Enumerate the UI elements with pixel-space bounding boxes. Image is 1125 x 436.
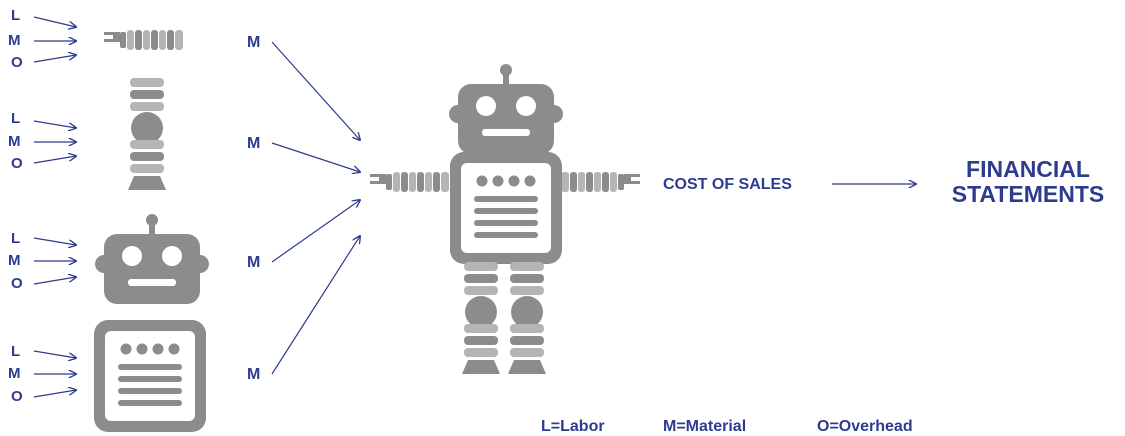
label-l: L [11, 343, 21, 360]
arm-icon [104, 30, 183, 50]
arrow-icon [271, 236, 360, 375]
leg-icon [128, 78, 166, 190]
label-l: L [11, 110, 21, 127]
financial-line-1: FINANCIAL [966, 156, 1090, 182]
label-o: O [11, 155, 23, 172]
material-label: M [247, 366, 261, 383]
arrow-icon [33, 350, 76, 358]
arrow-icon [271, 200, 360, 263]
label-o: O [11, 54, 23, 71]
arrow-icon [33, 120, 76, 128]
label-o: O [11, 275, 23, 292]
label-l: L [11, 7, 21, 24]
legend-labor: L=Labor [541, 418, 605, 435]
arrow-icon [33, 277, 76, 285]
label-m: M [8, 252, 21, 269]
arrow-icon [33, 55, 76, 63]
label-m: M [8, 32, 21, 49]
label-m: M [8, 365, 21, 382]
label-m: M [8, 133, 21, 150]
legend-overhead: O=Overhead [817, 418, 913, 435]
label-o: O [11, 388, 23, 405]
label-l: L [11, 230, 21, 247]
legend-material: M=Material [663, 418, 747, 435]
arrow-icon [271, 142, 360, 172]
input-arrows [33, 16, 76, 398]
material-label: M [247, 34, 261, 51]
cost-of-sales-label: COST OF SALES [663, 176, 792, 193]
arrow-icon [33, 156, 76, 164]
torso-icon [94, 320, 206, 432]
financial-statements-title: FINANCIAL STATEMENTS [933, 157, 1123, 207]
head-icon [95, 214, 209, 304]
arrow-icon [271, 41, 360, 140]
arrow-icon [33, 16, 76, 27]
material-label: M [247, 135, 261, 152]
arrow-icon [33, 390, 76, 398]
financial-line-2: STATEMENTS [951, 181, 1105, 207]
robot-icon [370, 64, 640, 374]
arrow-icon [33, 237, 76, 245]
material-arrows [271, 41, 360, 375]
material-label: M [247, 254, 261, 271]
